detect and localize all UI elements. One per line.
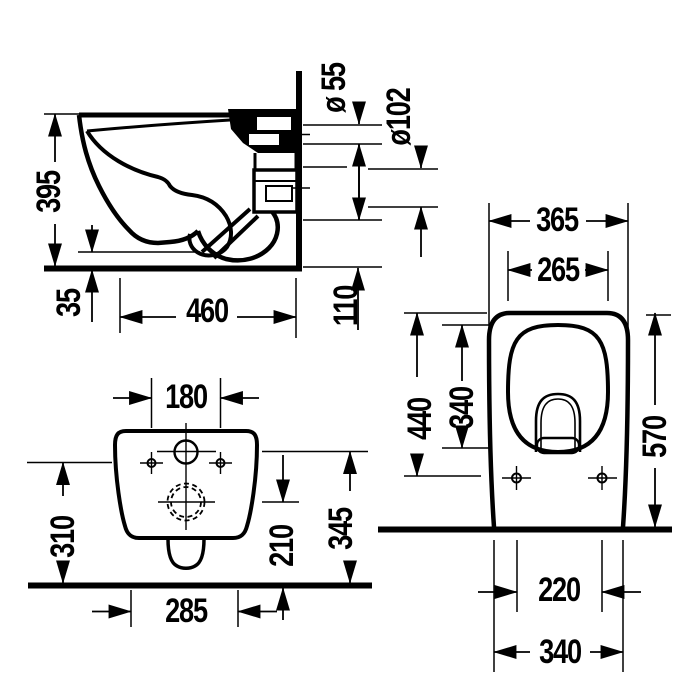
- front-view: [378, 310, 672, 533]
- dim-front-inner-width-label: 265: [537, 251, 580, 289]
- dim-front-opening-height-label: 340: [443, 387, 481, 429]
- dim-flush-pipe-diameter-label: ø 55: [315, 63, 353, 113]
- dim-rear-base-width-label: 285: [165, 592, 208, 630]
- dim-side-height-label: 395: [30, 171, 68, 213]
- dim-rear-hole-spacing-label: 180: [165, 378, 208, 416]
- dim-side-bottom-gap-label: 35: [50, 289, 88, 317]
- dim-side-depth-label: 460: [186, 292, 229, 330]
- front-view-dimension-lines: [410, 214, 662, 659]
- rear-view: [28, 423, 372, 589]
- dim-side-outlet-offset-label: 110: [327, 285, 365, 327]
- side-view-dimension-lines: [48, 101, 428, 330]
- dim-front-base-width-label: 340: [539, 633, 582, 671]
- dim-front-hole-spacing-label: 220: [538, 571, 581, 609]
- dim-front-total-height-label: 570: [636, 416, 674, 458]
- dim-front-width-label: 365: [536, 201, 579, 239]
- dim-rear-flush-center-height-label: 345: [322, 508, 360, 550]
- rear-view-dimension-lines: [56, 391, 357, 620]
- side-view: [44, 71, 310, 272]
- dim-rear-drain-center-height-label: 210: [263, 525, 301, 567]
- dim-drain-pipe-diameter-label: ø102: [380, 88, 418, 146]
- dim-front-upper-height-label: 440: [401, 398, 439, 440]
- dim-rear-side-height-label: 310: [44, 516, 82, 558]
